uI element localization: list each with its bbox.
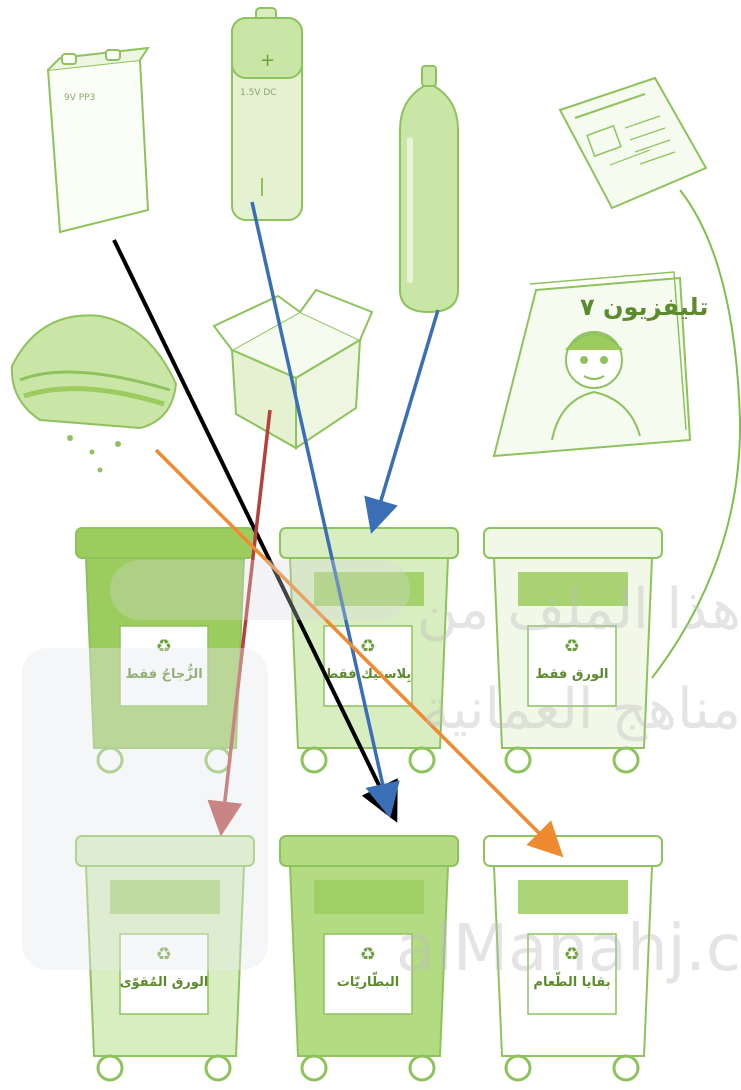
- wheel-icon: [96, 746, 124, 774]
- magazine-item: تليفزيون ٧: [492, 271, 708, 458]
- wheel-icon: [96, 1054, 124, 1082]
- wheel-icon: [300, 746, 328, 774]
- recycle-icon: ♻: [360, 944, 376, 965]
- recycle-icon: ♻: [156, 636, 172, 657]
- bin-paper-label: الورق فقط: [536, 667, 609, 682]
- sandwich-item: [10, 314, 178, 473]
- bin-glass-label: الزُّجاجُ فقط: [125, 663, 202, 682]
- watermark: هذا الملف من مناهج العمانية alManahj.c: [22, 560, 741, 986]
- watermark-line2: مناهج العمانية: [422, 677, 741, 742]
- arrow-bottle-to-plastic: [364, 309, 440, 535]
- wheel-icon: [204, 1054, 232, 1082]
- wheel-icon: [504, 1054, 532, 1082]
- watermark-brand: alManahj.c: [396, 912, 741, 986]
- bin-glass: ♻ الزُّجاجُ فقط: [75, 527, 255, 774]
- wheel-icon: [612, 1054, 640, 1082]
- recycle-icon: ♻: [564, 944, 580, 965]
- arrow-9v-to-batteries: [112, 239, 398, 823]
- arrow-aa-to-batteries: [250, 201, 400, 819]
- newspaper-to-paper-bin-line: [651, 189, 741, 679]
- battery-9v-text: 9V PP3: [64, 93, 95, 103]
- plastic-bottle-item: [399, 65, 459, 314]
- watermark-line1: هذا الملف من: [417, 577, 741, 642]
- battery-aa-item: + 1.5V DC: [231, 7, 303, 221]
- wheel-icon: [300, 1054, 328, 1082]
- battery-9v-item: 9V PP3: [46, 46, 151, 234]
- wheel-icon: [612, 746, 640, 774]
- recycle-icon: ♻: [360, 636, 376, 657]
- svg-text:+: +: [260, 50, 275, 71]
- wheel-icon: [408, 746, 436, 774]
- bin-batteries: ♻ البطّاريّات: [279, 835, 459, 1082]
- arrow-sandwich-to-food: [154, 448, 564, 858]
- bins-layer: ♻ الزُّجاجُ فقط ♻ بِلاستيك فقط ♻ الورق فقط ♻ ال…: [75, 527, 663, 1082]
- arrow-box-to-cardboard: [207, 409, 272, 837]
- bin-food-label: بقايا الطّعام: [533, 971, 610, 990]
- recycle-icon: ♻: [564, 636, 580, 657]
- bin-food: ♻ بقايا الطّعام: [483, 835, 663, 1082]
- bin-paper: ♻ الورق فقط: [483, 527, 663, 774]
- wheel-icon: [408, 1054, 436, 1082]
- bin-cardboard-label: الورق المُقوّى: [120, 975, 209, 990]
- newspaper-item: [558, 76, 708, 210]
- magazine-title: تليفزيون ٧: [580, 293, 708, 321]
- cardboard-box-item: [212, 288, 374, 450]
- recycle-icon: ♻: [156, 944, 172, 965]
- bin-cardboard: ♻ الورق المُقوّى: [75, 835, 255, 1082]
- bin-batteries-label: البطّاريّات: [337, 971, 400, 990]
- battery-aa-text: 1.5V DC: [240, 88, 277, 98]
- wheel-icon: [504, 746, 532, 774]
- bin-plastic-label: بِلاستيك فقط: [325, 667, 412, 683]
